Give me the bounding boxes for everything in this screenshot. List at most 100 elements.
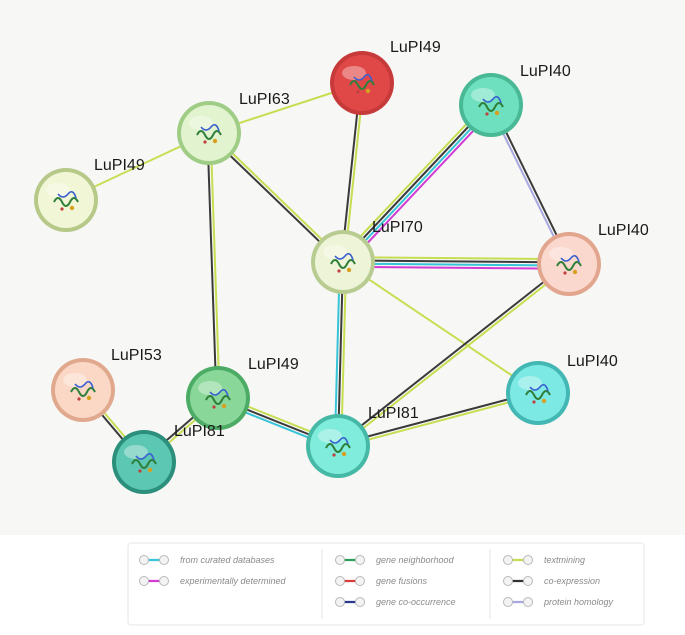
node-label: LuPI81 (368, 405, 419, 422)
legend-item-textmining: textmining (503, 555, 585, 565)
node-fill (310, 418, 366, 474)
protein-node[interactable]: LuPI49 (330, 39, 441, 115)
node-fill (541, 236, 597, 292)
legend-item-experimental: experimentally determined (139, 576, 287, 586)
legend-label: experimentally determined (180, 576, 287, 586)
edge-line-curated (343, 105, 494, 265)
legend-node-icon (335, 576, 345, 586)
node-label: LuPI49 (390, 39, 441, 56)
protein-structure-icon (131, 452, 157, 473)
node-label: LuPI40 (520, 63, 571, 80)
protein-structure-icon (70, 380, 96, 401)
node-fill (190, 370, 246, 426)
edge-line-textmining (342, 261, 539, 394)
node-highlight (124, 445, 148, 459)
node-highlight (471, 88, 495, 102)
node-label: LuPI49 (248, 356, 299, 373)
edge-n11-n10[interactable] (336, 390, 540, 449)
edge-line-textmining (338, 100, 489, 260)
protein-structure-icon (556, 254, 582, 275)
node-fill (315, 234, 371, 290)
legend-label: textmining (544, 555, 585, 565)
legend-node-icon (503, 555, 513, 565)
node-fill (334, 55, 390, 111)
edge-n6-n10[interactable] (336, 261, 571, 449)
legend-node-icon (355, 576, 365, 586)
node-fill (463, 77, 519, 133)
legend-box (127, 542, 645, 626)
edge-line-experimental (341, 265, 570, 270)
edge-line-textmining (209, 131, 221, 399)
protein-node[interactable]: LuPI40 (459, 63, 571, 137)
legend-node-icon (503, 597, 513, 607)
node-fill (510, 365, 566, 421)
legend-item-cooccurrence: gene co-occurrence (335, 597, 456, 607)
protein-structure-icon (205, 388, 231, 409)
protein-structure-icon (53, 190, 79, 211)
node-highlight (549, 247, 573, 261)
protein-node[interactable]: LuPI63 (177, 91, 290, 165)
protein-node[interactable]: LuPI53 (51, 347, 162, 422)
legend-node-icon (139, 576, 149, 586)
edge-n5-n6[interactable] (341, 256, 571, 270)
legend-item-coexpression: co-expression (503, 576, 600, 586)
edge-n5-n2[interactable] (338, 100, 496, 267)
protein-structure-icon (349, 73, 375, 94)
legend-node-icon (523, 576, 533, 586)
protein-node[interactable]: LuPI70 (311, 219, 423, 294)
protein-node[interactable]: LuPI40 (506, 353, 618, 425)
edge-line-curated (341, 262, 570, 267)
legend-node-icon (335, 555, 345, 565)
legend-node-icon (523, 555, 533, 565)
legend-label: co-expression (544, 576, 600, 586)
legend-node-icon (139, 555, 149, 565)
node-highlight (198, 381, 222, 395)
legend-label: protein homology (543, 597, 614, 607)
edge-n3-n8[interactable] (206, 131, 221, 400)
node-label: LuPI40 (598, 222, 649, 239)
node-highlight (518, 376, 542, 390)
legend-node-icon (503, 576, 513, 586)
protein-structure-icon (196, 123, 222, 144)
node-highlight (189, 116, 213, 130)
legend-item-fusions: gene fusions (335, 576, 428, 586)
edge-line-experimental (345, 107, 496, 267)
legend-panel: from curated databases experimentally det… (127, 542, 645, 626)
protein-node[interactable]: LuPI81 (112, 423, 225, 494)
legend-label: from curated databases (180, 555, 275, 565)
protein-structure-icon (330, 252, 356, 273)
protein-node[interactable]: LuPI49 (34, 157, 145, 232)
node-highlight (46, 183, 70, 197)
node-highlight (342, 66, 366, 80)
protein-structure-icon (325, 436, 351, 457)
edge-line-coexpression (342, 259, 571, 264)
node-fill (181, 105, 237, 161)
node-label: LuPI70 (372, 219, 423, 236)
legend-node-icon (335, 597, 345, 607)
node-label: LuPI81 (174, 423, 225, 440)
node-label: LuPI49 (94, 157, 145, 174)
protein-node[interactable]: LuPI40 (537, 222, 649, 296)
node-label: LuPI53 (111, 347, 162, 364)
legend-node-icon (355, 555, 365, 565)
protein-node[interactable]: LuPI49 (186, 356, 299, 430)
edge-line-textmining (342, 256, 571, 261)
legend-node-icon (355, 597, 365, 607)
legend-item-neighborhood: gene neighborhood (335, 555, 455, 565)
edge-line-coexpression (206, 132, 218, 400)
node-highlight (323, 245, 347, 259)
legend-node-icon (523, 597, 533, 607)
legend-node-icon (159, 576, 169, 586)
edge-line-coexpression (340, 102, 491, 262)
node-fill (55, 362, 111, 418)
node-label: LuPI40 (567, 353, 618, 370)
node-highlight (63, 373, 87, 387)
protein-node[interactable]: LuPI81 (306, 405, 419, 478)
edge-line-textmining (337, 264, 571, 449)
node-fill (38, 172, 94, 228)
legend-label: gene neighborhood (376, 555, 455, 565)
edge-n5-n11[interactable] (342, 261, 539, 394)
legend-node-icon (159, 555, 169, 565)
edge-line-coexpression (336, 390, 539, 446)
